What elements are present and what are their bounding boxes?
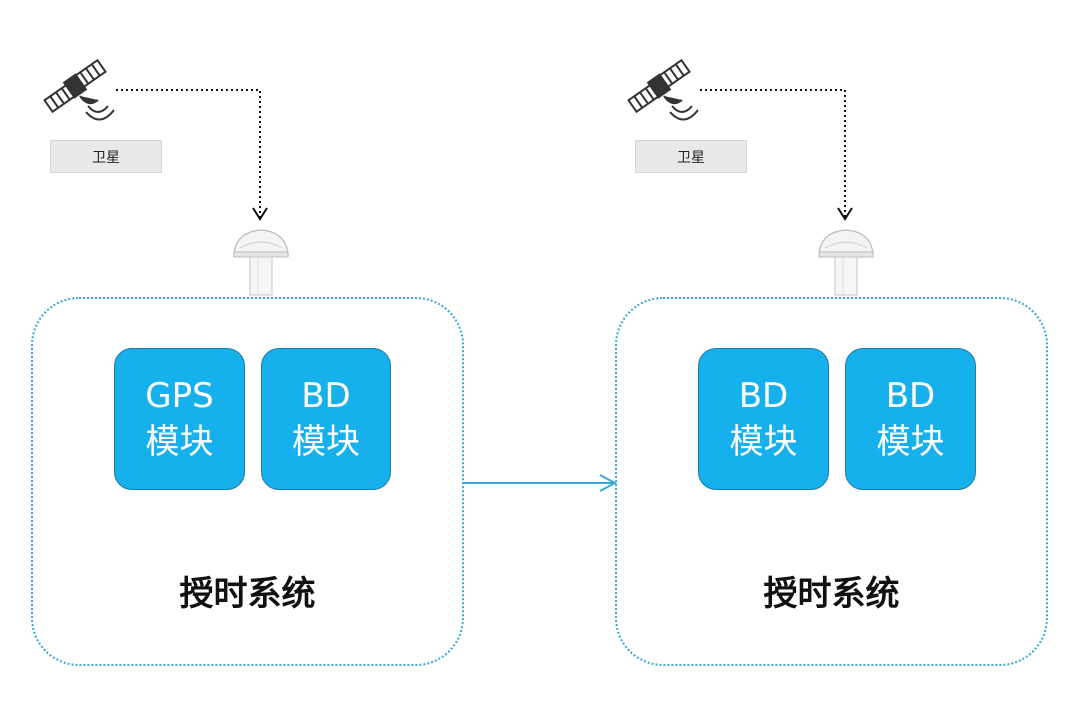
- module-name: GPS: [145, 376, 214, 416]
- module-suffix: 模块: [145, 422, 214, 462]
- system-title: 授时系统: [763, 574, 900, 614]
- bd-module: BD 模块: [845, 348, 976, 490]
- bd-module: BD 模块: [261, 348, 391, 490]
- module-suffix: 模块: [729, 422, 798, 462]
- gps-module: GPS 模块: [114, 348, 245, 490]
- satellite-label: 卫星: [635, 140, 747, 173]
- gnss-antenna-icon: [233, 229, 289, 296]
- timing-system-box: [615, 297, 1048, 666]
- satellite-label: 卫星: [50, 140, 162, 173]
- signal-line-2: [700, 89, 846, 218]
- module-suffix: 模块: [292, 422, 360, 462]
- satellite-icon: [43, 58, 115, 121]
- system-title: 授时系统: [179, 574, 316, 614]
- gnss-antenna-icon: [818, 229, 874, 296]
- satellite-icon: [627, 58, 699, 121]
- module-suffix: 模块: [876, 422, 945, 462]
- signal-arrowhead-2: [837, 207, 853, 221]
- bd-module: BD 模块: [698, 348, 829, 490]
- signal-arrowhead-1: [252, 207, 268, 221]
- module-name: BD: [885, 376, 936, 416]
- timing-system-box: [31, 297, 464, 666]
- module-name: BD: [738, 376, 789, 416]
- module-name: BD: [301, 376, 351, 416]
